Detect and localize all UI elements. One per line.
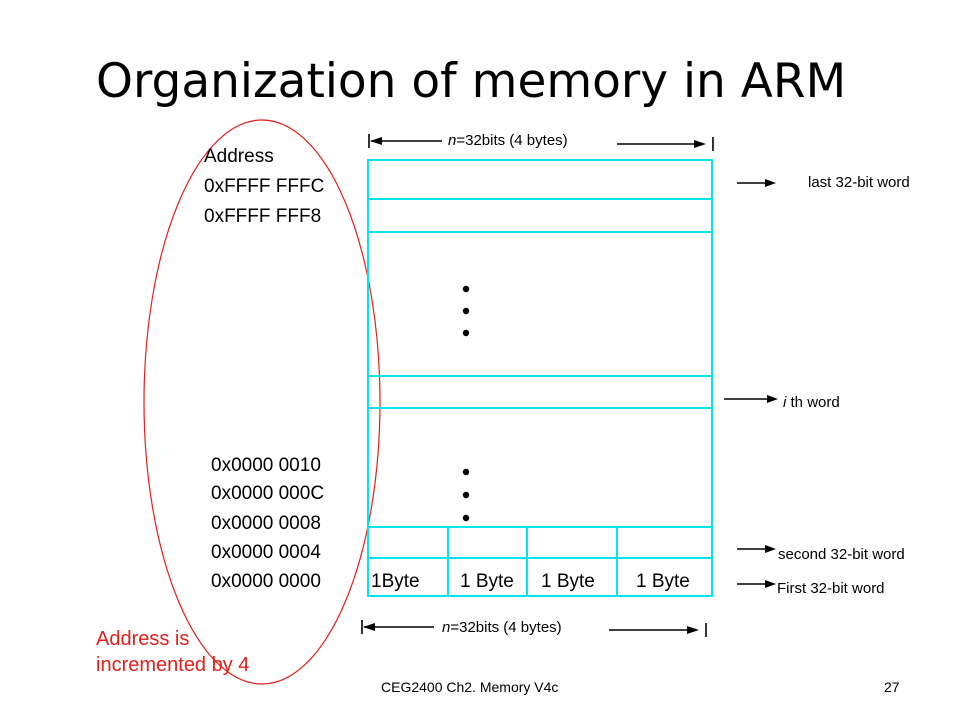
second-word-arrow [737,545,776,553]
address-bottom-3: 0x0000 0008 [211,513,321,534]
address-highlight-ellipse [143,119,381,685]
bottom-width-rest: =32bits (4 bytes) [450,619,562,636]
top-width-rest: =32bits (4 bytes) [456,132,568,149]
first-word-label: First 32-bit word [777,580,885,597]
ellipsis-dots-upper [462,285,470,337]
ith-word-arrow [724,395,778,403]
byte-label-3: 1 Byte [636,571,690,592]
address-bottom-2: 0x0000 000C [211,483,325,504]
byte-label-2: 1 Byte [541,571,595,592]
ith-word-i: i [783,394,787,411]
address-header: Address [204,146,274,167]
address-bottom-5: 0x0000 0000 [211,571,321,592]
top-width-dimension [368,134,714,151]
ith-word-rest: th word [786,394,840,411]
address-increment-note: Address is incremented by 4 [96,626,249,678]
footer-text: CEG2400 Ch2. Memory V4c [381,679,559,695]
note-line-1: Address is [96,628,190,650]
ith-word-label: i th word [783,395,840,410]
slide-title: Organization of memory in ARM [96,54,847,109]
memory-outline [367,159,713,597]
address-top-1: 0xFFFF FFFC [204,176,325,197]
address-top-2: 0xFFFF FFF8 [204,206,322,227]
note-line-2: incremented by 4 [96,654,250,676]
last-word-label: last 32-bit word [808,174,910,191]
second-word-label: second 32-bit word [778,546,905,563]
top-width-n: n [448,132,457,149]
bottom-width-n: n [442,619,451,636]
first-word-arrow [737,580,776,588]
byte-label-0: 1Byte [371,571,420,592]
bottom-width-label: n=32bits (4 bytes) [442,620,562,635]
top-width-label: n=32bits (4 bytes) [448,133,568,148]
page-number: 27 [884,679,900,695]
address-bottom-4: 0x0000 0004 [211,542,321,563]
byte-label-1: 1 Byte [460,571,514,592]
address-bottom-1: 0x0000 0010 [211,455,321,476]
bottom-width-dimension [361,620,707,637]
last-word-arrow [737,179,776,187]
ellipsis-dots-lower [462,468,470,522]
memory-block [367,159,713,597]
